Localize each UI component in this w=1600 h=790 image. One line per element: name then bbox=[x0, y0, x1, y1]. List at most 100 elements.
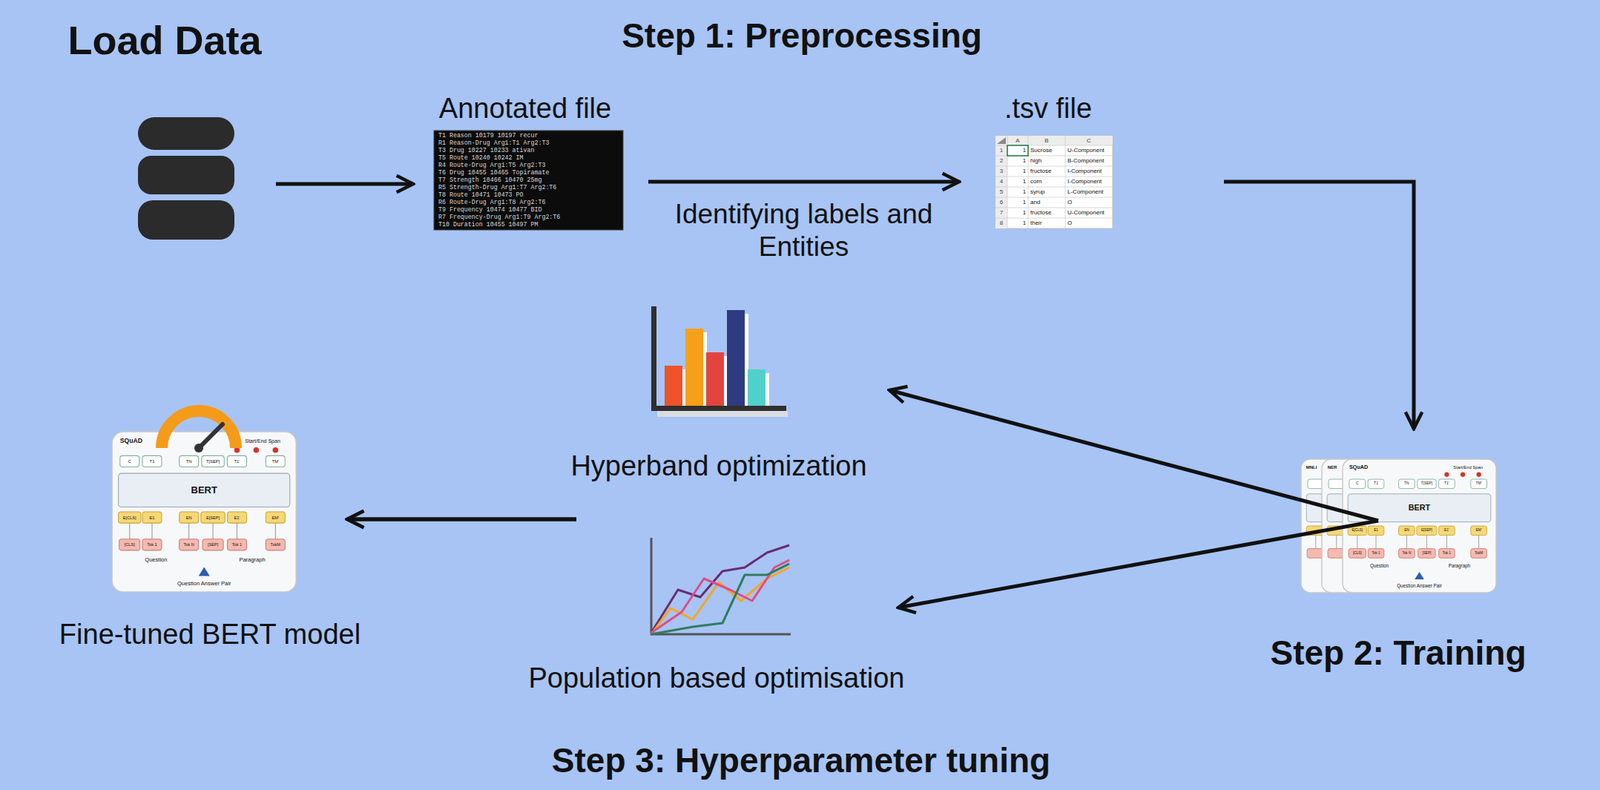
embedding-label: E1' bbox=[1444, 528, 1450, 533]
model-name: BERT bbox=[1408, 503, 1431, 513]
input-token: Tok 1 bbox=[1371, 551, 1380, 555]
token-label: C bbox=[1355, 482, 1359, 486]
embedding-label: E1 bbox=[1373, 528, 1379, 533]
table-cell: fructose bbox=[1030, 168, 1052, 176]
annotation-line: T3 Drug 10227 10233 ativan bbox=[438, 146, 535, 154]
token-label: T1 bbox=[149, 459, 156, 465]
tsv-spreadsheet-part-part bbox=[995, 176, 1113, 178]
token-label: T[SEP] bbox=[206, 459, 221, 465]
token-label: C bbox=[128, 459, 132, 465]
row-number: 4 bbox=[999, 178, 1003, 186]
speed-gauge-part bbox=[198, 424, 223, 449]
task-name: SQuAD bbox=[120, 437, 143, 446]
tsv-spreadsheet-part bbox=[995, 135, 1113, 229]
tsv-spreadsheet-part bbox=[995, 135, 1008, 229]
fine-tuned-node: Fine-tuned BERT model bbox=[112, 402, 296, 592]
annotation-line: R7 Frequency-Drug Arg1:T9 Arg2:T6 bbox=[438, 213, 561, 221]
table-cell: L-Component bbox=[1067, 189, 1104, 196]
tsv-spreadsheet-part bbox=[996, 137, 1006, 144]
annotation-line: R1 Reason-Drug Arg1:T1 Arg2:T3 bbox=[438, 139, 549, 147]
token-label: T1 bbox=[1373, 482, 1379, 486]
table-cell: Sucrose bbox=[1030, 147, 1052, 155]
hyperband-bar-chart-part bbox=[726, 310, 745, 406]
table-cell: O bbox=[1067, 220, 1072, 227]
row-number: 7 bbox=[999, 209, 1003, 217]
node-heading: Hyperband optimization bbox=[570, 450, 867, 483]
column-header: C bbox=[1086, 137, 1092, 144]
flow-arrow bbox=[1223, 181, 1414, 429]
embedding-label: EM' bbox=[1476, 528, 1483, 533]
step-heading: Step 1: Preprocessing bbox=[621, 17, 983, 55]
column-header: B bbox=[1044, 137, 1049, 144]
annotation-line: T5 Route 10240 10242 IM bbox=[438, 154, 524, 161]
token-label: TM' bbox=[1476, 482, 1483, 486]
hyperband-bar-chart-part bbox=[664, 365, 683, 406]
database-node: Load Data bbox=[137, 117, 235, 240]
table-cell: 1 bbox=[1022, 178, 1026, 186]
annotation-line: T7 Strength 10466 10470 25mg bbox=[438, 176, 542, 184]
row-number: 2 bbox=[999, 157, 1003, 165]
table-cell: fructose bbox=[1030, 209, 1052, 217]
speed-gauge bbox=[161, 410, 236, 453]
node-heading: .tsv file bbox=[1004, 93, 1092, 125]
row-number: 1 bbox=[999, 147, 1003, 155]
input-token: Tok N bbox=[183, 542, 195, 547]
flow-arrow bbox=[889, 390, 1379, 521]
input-token: [CLS] bbox=[124, 542, 136, 547]
table-cell: 1 bbox=[1022, 168, 1026, 176]
database-icon-part bbox=[137, 200, 235, 240]
flow-arrow bbox=[347, 517, 577, 522]
embedding-label: E1' bbox=[234, 514, 241, 520]
node-heading: Step 2: Training bbox=[1269, 634, 1526, 673]
input-token: Tok 1 bbox=[1442, 551, 1451, 555]
node-heading: Annotated file bbox=[439, 93, 612, 125]
tsv-spreadsheet-part bbox=[995, 135, 1113, 146]
input-token: TokM bbox=[1474, 551, 1483, 555]
edge-label: Identifying labels and Entities bbox=[670, 198, 938, 265]
tsv-spreadsheet-part bbox=[1007, 145, 1029, 156]
annotation-line: T6 Drug 10455 10465 Topiramate bbox=[438, 169, 549, 176]
table-cell: I-Component bbox=[1067, 178, 1102, 186]
population-node: Population based optimisation bbox=[648, 537, 791, 638]
tsv-spreadsheet-part-part bbox=[995, 166, 1113, 167]
embedding-label: E1 bbox=[149, 514, 156, 520]
annotation-line: T1 Reason 10179 10197 recur bbox=[438, 132, 538, 139]
annotation-line: T10 Duration 10455 10497 PM bbox=[438, 221, 538, 228]
embedding-label: E[SEP] bbox=[1421, 528, 1433, 533]
flow-arrow bbox=[648, 180, 960, 184]
figure-caption: Question bbox=[144, 557, 167, 564]
input-token: [SEP] bbox=[1421, 551, 1431, 555]
input-token: [SEP] bbox=[207, 542, 219, 547]
task-name: SQuAD bbox=[1349, 464, 1368, 471]
tsv-spreadsheet bbox=[995, 135, 1113, 229]
embedding-label: EM' bbox=[272, 514, 280, 520]
table-cell: U-Component bbox=[1067, 147, 1105, 155]
speed-gauge-part bbox=[194, 443, 204, 453]
annotated-file-image-part bbox=[433, 130, 624, 230]
table-cell: 1 bbox=[1022, 157, 1026, 165]
flow-arrow bbox=[347, 517, 577, 522]
token-label: TM' bbox=[271, 459, 279, 465]
annotation-line: T8 Route 10471 10473 PO bbox=[438, 191, 524, 199]
figure-caption: Start/End Span bbox=[244, 438, 281, 445]
table-cell: 1 bbox=[1022, 147, 1026, 155]
annotation-line: R4 Route-Drug Arg1:T5 Arg2:T3 bbox=[438, 161, 546, 169]
table-cell: U-Component bbox=[1067, 209, 1105, 217]
figure-caption: Paragraph bbox=[238, 557, 265, 564]
table-cell: 1 bbox=[1022, 220, 1026, 227]
hyperband-bar-chart-part bbox=[668, 313, 770, 406]
population-line-chart-part bbox=[651, 545, 790, 633]
embedding-label: EN bbox=[1404, 528, 1409, 533]
table-cell: syrup bbox=[1030, 189, 1046, 196]
token-label: TN bbox=[186, 459, 193, 465]
token-label: T[SEP] bbox=[1421, 482, 1434, 486]
table-cell: high bbox=[1030, 157, 1042, 165]
flow-arrow bbox=[898, 520, 1379, 608]
figure-caption: Question Answer Pair bbox=[177, 580, 232, 587]
hyperband-bar-chart bbox=[651, 306, 788, 417]
tsv-spreadsheet-part bbox=[995, 135, 1113, 229]
tsv-spreadsheet-part-part bbox=[1065, 135, 1066, 229]
task-name: MNLI bbox=[1306, 465, 1318, 471]
